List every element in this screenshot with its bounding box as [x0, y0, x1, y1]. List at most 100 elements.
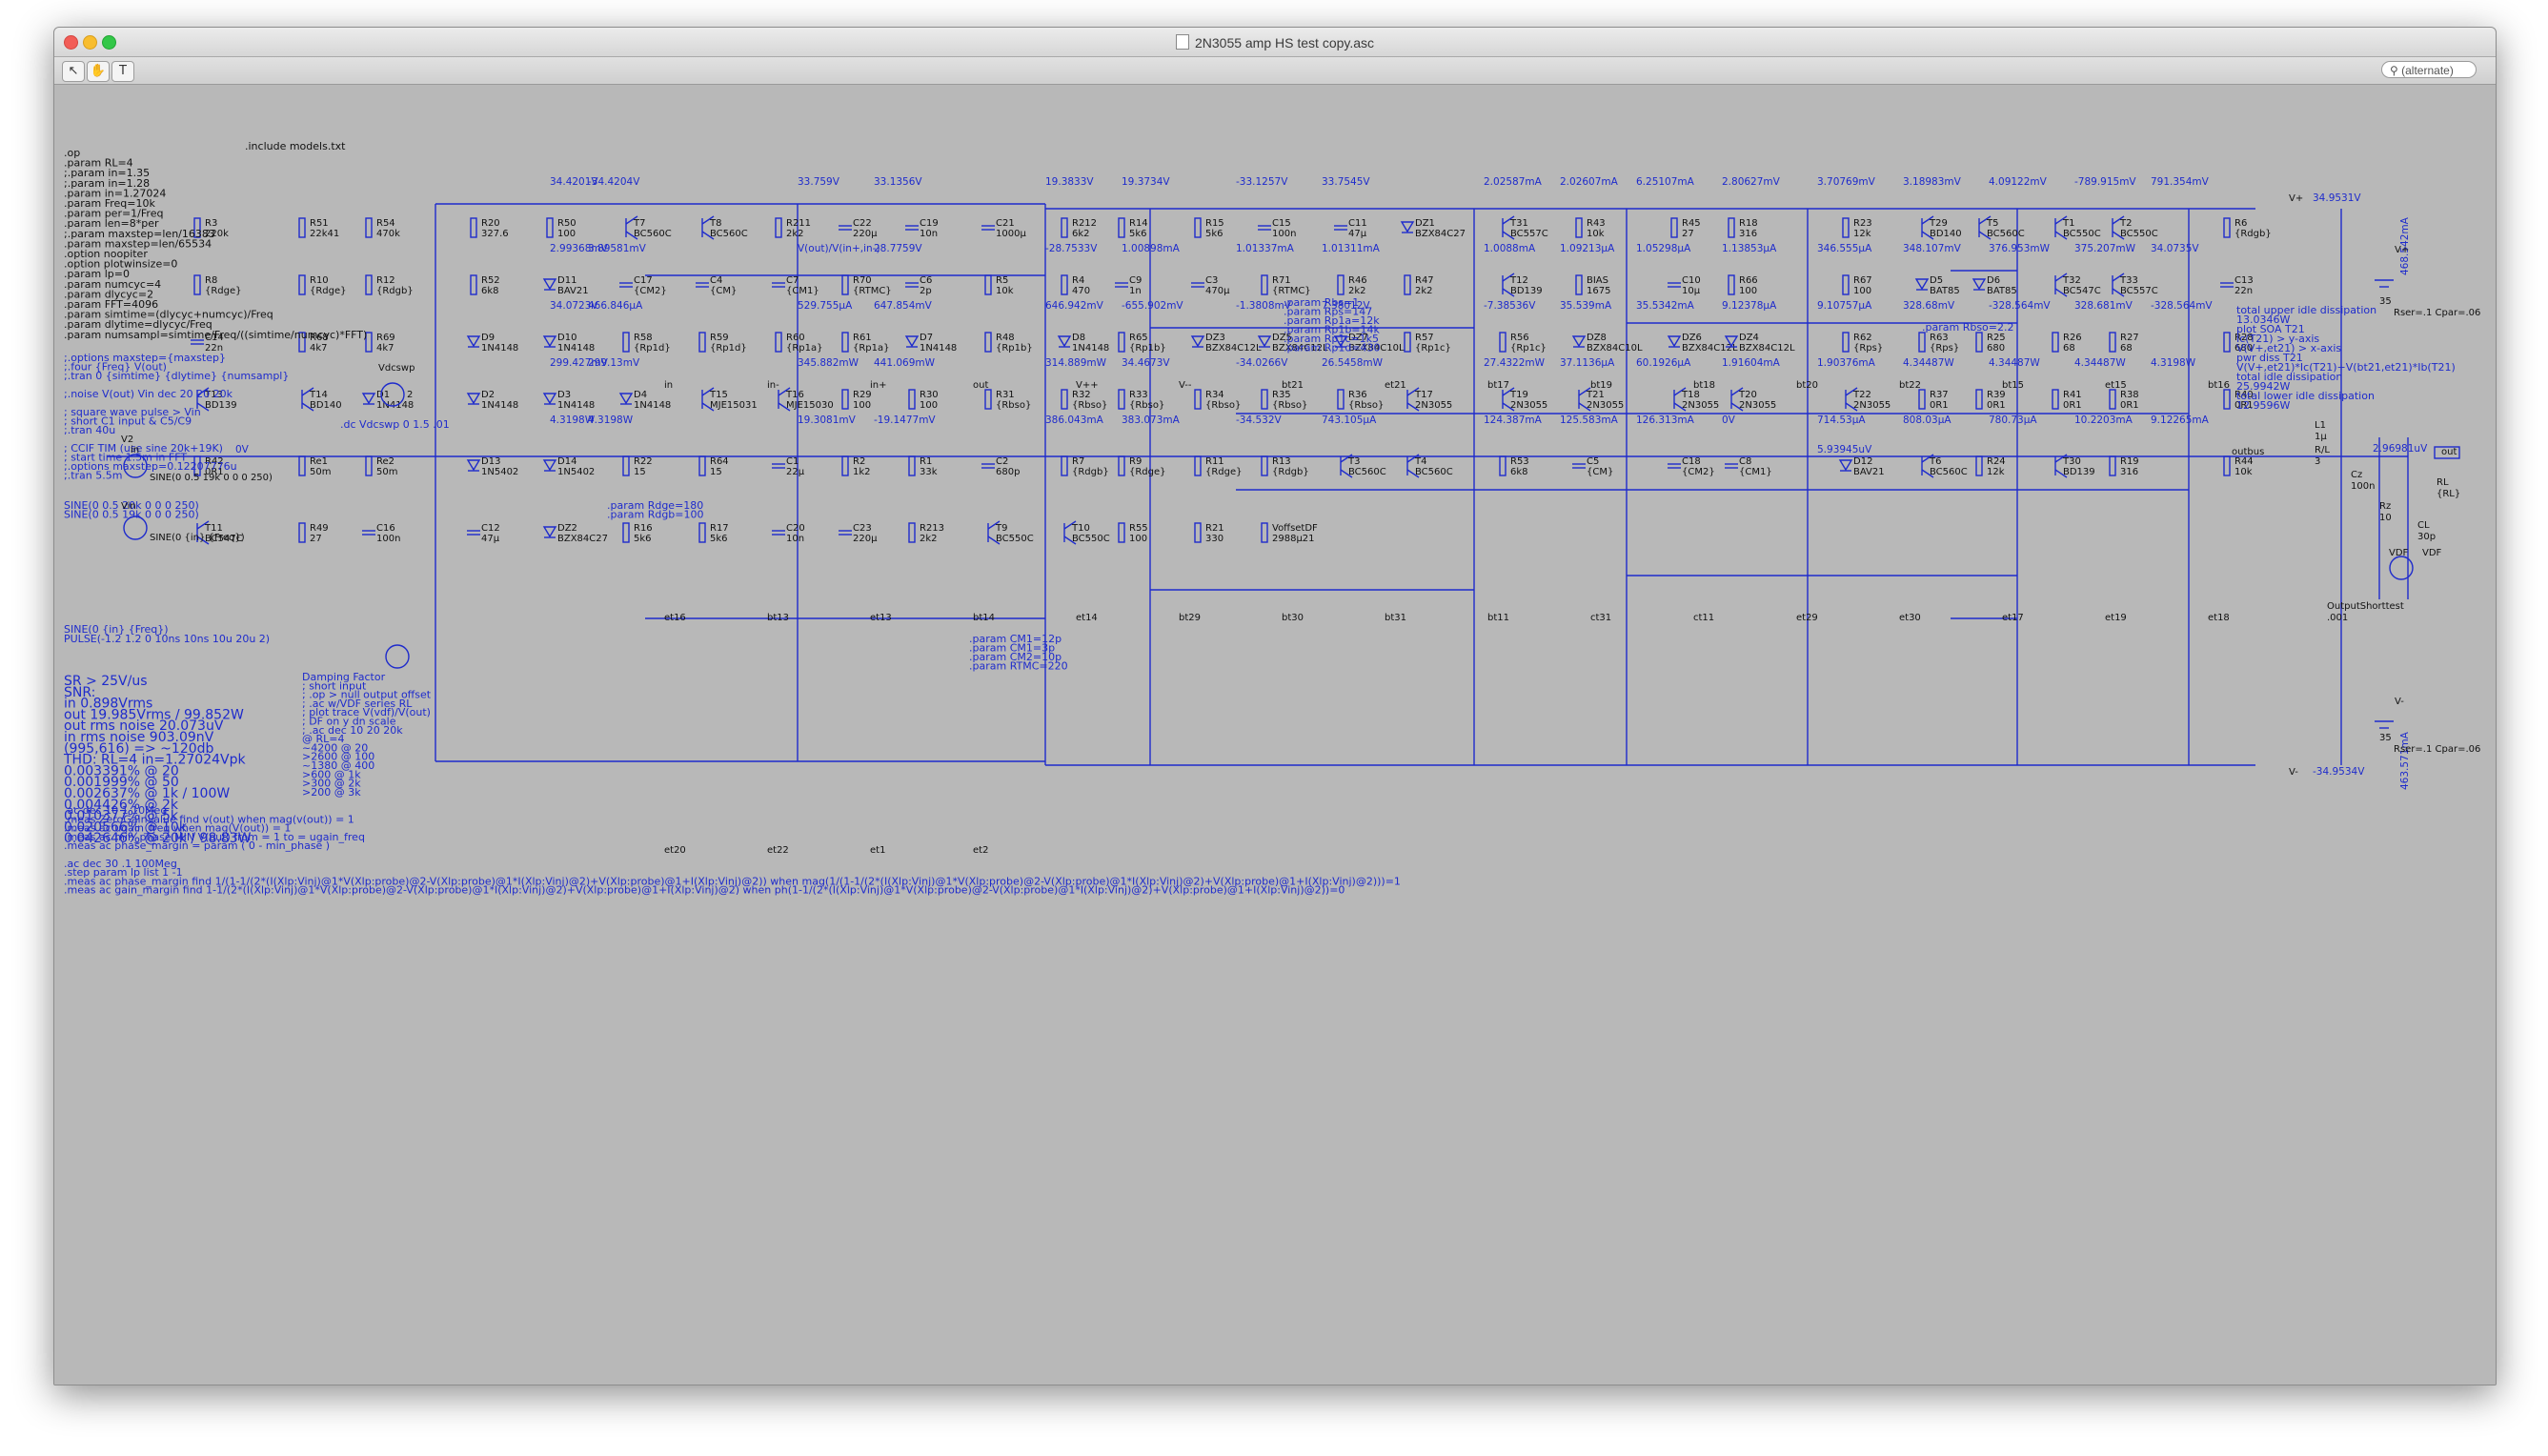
component-value[interactable]: 1N4148: [481, 400, 518, 411]
directive-line[interactable]: ;.four {Freq} V(out): [64, 361, 167, 374]
result-line[interactable]: 0.020566% @ 10k: [64, 819, 188, 835]
param-line[interactable]: .param CM1=12p: [969, 633, 1062, 645]
component-name[interactable]: R46: [1348, 275, 1367, 286]
component-value[interactable]: 5k6: [1205, 229, 1223, 239]
component-name[interactable]: Re2: [376, 456, 394, 467]
result-line[interactable]: out rms noise 20.073uV: [64, 718, 224, 734]
directive-line[interactable]: .option plotwinsize=0: [64, 258, 177, 271]
vdcswp-source-icon[interactable]: [380, 382, 405, 407]
zoom-window-button[interactable]: [102, 35, 116, 50]
component-name[interactable]: C19: [920, 218, 939, 229]
close-window-button[interactable]: [64, 35, 78, 50]
result-line[interactable]: (995,616) => ~120db: [64, 741, 214, 757]
component-name[interactable]: C11: [1348, 218, 1367, 229]
component-name[interactable]: C20: [786, 523, 805, 534]
component-name[interactable]: C15: [1272, 218, 1291, 229]
component-name[interactable]: DZ1: [1415, 218, 1435, 229]
component-value[interactable]: MJE15031: [710, 400, 758, 411]
meas-line[interactable]: .meas ac min_phase MIN V(out) from = 1 t…: [64, 831, 365, 843]
component-name[interactable]: T16: [785, 390, 804, 400]
directive-line[interactable]: ;.param in=1.28: [64, 177, 150, 190]
component-name[interactable]: T2: [2119, 218, 2132, 229]
component-value[interactable]: BD140: [310, 400, 342, 411]
component-name[interactable]: R32: [1072, 390, 1091, 400]
directive-line[interactable]: .param per=1/Freq: [64, 208, 163, 220]
component-name[interactable]: C23: [853, 523, 872, 534]
component-name[interactable]: D10: [557, 333, 576, 343]
param-line[interactable]: .param Rp1c=1k5: [1284, 333, 1379, 345]
component-name[interactable]: R21: [1205, 523, 1224, 534]
component-value[interactable]: BC560C: [1930, 467, 1968, 477]
param-line[interactable]: .param Rp1b=14k: [1284, 324, 1381, 336]
component-value[interactable]: {Rdgb}: [376, 286, 414, 296]
component-value[interactable]: 4k7: [310, 343, 328, 354]
component-name[interactable]: R70: [853, 275, 872, 286]
component-value[interactable]: 27: [310, 534, 322, 544]
schematic-svg[interactable]: R3220kR5122k41R54470kR20327.6R50100T7BC5…: [54, 85, 2496, 1385]
component-name[interactable]: R28: [2235, 333, 2254, 343]
include-directive[interactable]: .include models.txt: [245, 140, 346, 152]
component-name[interactable]: R3: [205, 218, 217, 229]
component-value[interactable]: 470k: [376, 229, 400, 239]
component-name[interactable]: R52: [481, 275, 500, 286]
component-value[interactable]: 15: [634, 467, 646, 477]
component-value[interactable]: 0R1: [205, 467, 224, 477]
component-value[interactable]: BC547C: [205, 534, 243, 544]
component-name[interactable]: R71: [1272, 275, 1291, 286]
component-value[interactable]: 100: [557, 229, 576, 239]
component-value[interactable]: 1N4148: [920, 343, 957, 354]
component-name[interactable]: R51: [310, 218, 329, 229]
component-value[interactable]: {Rp1d}: [710, 343, 747, 354]
component-value[interactable]: 2N3055: [1587, 400, 1624, 411]
component-value[interactable]: {CM}: [710, 286, 737, 296]
component-name[interactable]: R6: [2235, 218, 2247, 229]
component-name[interactable]: R64: [710, 456, 729, 467]
component-value[interactable]: 680p: [996, 467, 1020, 477]
component-value[interactable]: BC557C: [1510, 229, 1548, 239]
param-line[interactable]: .param Rp1d=430: [1284, 342, 1381, 354]
component-value[interactable]: 12k: [1853, 229, 1871, 239]
component-name[interactable]: R25: [1987, 333, 2006, 343]
meas-line[interactable]: .meas ac phase_margin = param ( 0 - min_…: [64, 839, 330, 852]
component-value[interactable]: BZX84C10L: [1348, 343, 1405, 354]
component-name[interactable]: R36: [1348, 390, 1367, 400]
search-field[interactable]: ⚲ (alternate): [2381, 61, 2477, 78]
sine-line[interactable]: SINE(0 0.5 20k 0 0 0 250): [64, 499, 199, 512]
directive-line[interactable]: .param lp=0: [64, 268, 130, 280]
param-line[interactable]: .param Rp1a=12k: [1284, 314, 1380, 327]
dissipation-line[interactable]: plot SOA T21: [2236, 323, 2305, 335]
directive-line[interactable]: ; short C1 input & C5/C9: [64, 415, 192, 428]
component-value[interactable]: {Rdge}: [205, 286, 242, 296]
component-name[interactable]: T5: [1986, 218, 1998, 229]
component-value[interactable]: {Rbso}: [1129, 400, 1164, 411]
component-name[interactable]: T4: [1414, 456, 1426, 467]
component-value[interactable]: BC557C: [2120, 286, 2158, 296]
component-value[interactable]: 22n: [2235, 286, 2253, 296]
component-name[interactable]: R2: [853, 456, 865, 467]
param-line[interactable]: .param RTMC=220: [969, 660, 1068, 673]
component-value[interactable]: 100n: [1272, 229, 1296, 239]
dissipation-line[interactable]: 25.9942W: [2236, 380, 2290, 393]
directive-line[interactable]: ; CCIF TIM (use sine 20k+19K): [64, 442, 223, 455]
component-value[interactable]: BC547C: [2063, 286, 2101, 296]
result-line[interactable]: in 0.898Vrms: [64, 697, 152, 712]
component-value[interactable]: 330: [1205, 534, 1223, 544]
component-value[interactable]: BC560C: [1348, 467, 1386, 477]
component-name[interactable]: D8: [1072, 333, 1085, 343]
component-value[interactable]: 12k: [1987, 467, 2005, 477]
component-value[interactable]: 50m: [310, 467, 331, 477]
component-value[interactable]: 5k6: [1129, 229, 1147, 239]
component-name[interactable]: C12: [481, 523, 500, 534]
component-name[interactable]: R43: [1587, 218, 1606, 229]
param-line[interactable]: .param Rps=147: [1284, 306, 1372, 318]
directive-line[interactable]: .param dlycyc=2: [64, 288, 153, 300]
component-name[interactable]: R13: [1272, 456, 1291, 467]
component-name[interactable]: D1: [376, 390, 390, 400]
param-line[interactable]: .param CM1=3p: [969, 642, 1055, 655]
damping-line[interactable]: ; short input: [302, 679, 367, 692]
component-value[interactable]: BC560C: [710, 229, 748, 239]
dissipation-line[interactable]: 13.0346W: [2236, 313, 2290, 326]
component-value[interactable]: {Rbso}: [1348, 400, 1384, 411]
component-value[interactable]: 316: [1739, 229, 1757, 239]
component-value[interactable]: 22n: [205, 343, 223, 354]
